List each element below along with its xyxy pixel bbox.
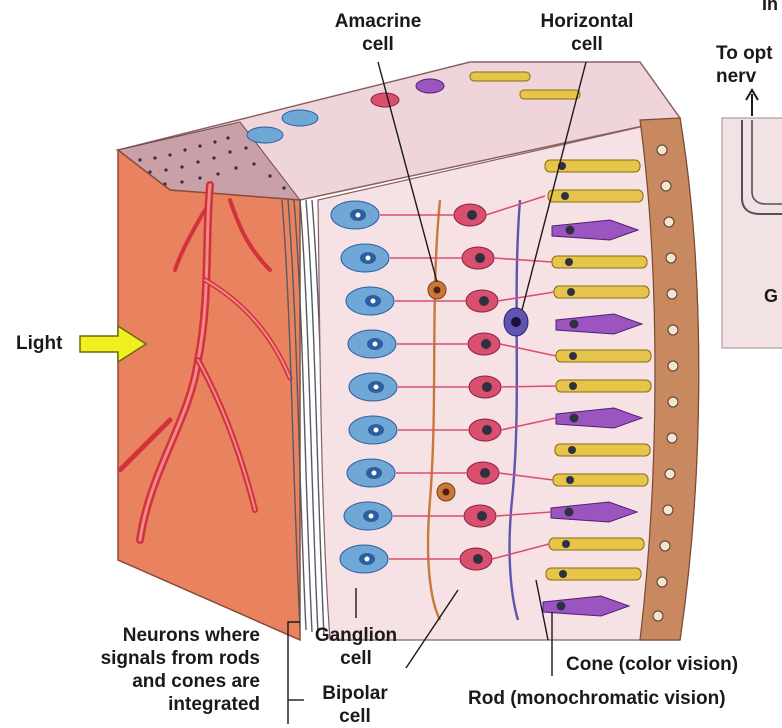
integration-neurons-label: Neurons where signals from rods and cone… (58, 624, 260, 716)
inset-title: In (762, 0, 778, 15)
inset-g-label: G (764, 286, 778, 307)
optic-nerve-label: To opt nerv (716, 42, 773, 88)
optic-nerve-arrow (746, 90, 758, 116)
bipolar-cell-label: Bipolar cell (300, 682, 410, 728)
light-label: Light (16, 332, 62, 355)
ganglion-cell-label: Ganglion cell (296, 624, 416, 670)
horizontal-cell-label: Horizontal cell (514, 10, 660, 56)
cone-label: Cone (color vision) (566, 653, 738, 676)
horizontal-cell-body (504, 308, 528, 336)
photoreceptors (543, 160, 651, 616)
amacrine-cell-label: Amacrine cell (308, 10, 448, 56)
rod-label: Rod (monochromatic vision) (468, 687, 726, 710)
